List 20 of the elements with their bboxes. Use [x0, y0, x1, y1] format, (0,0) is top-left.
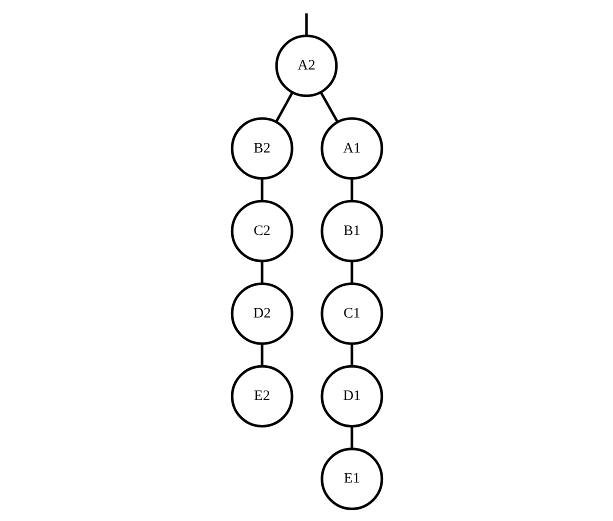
connector — [350, 344, 353, 366]
node-circle: E1 — [320, 448, 383, 510]
connector — [350, 426, 353, 449]
connector — [274, 92, 294, 122]
connector — [350, 178, 353, 201]
node-circle: A2 — [274, 34, 338, 98]
node-circle: C1 — [320, 282, 383, 345]
node-circle: B2 — [230, 117, 293, 180]
connector — [350, 261, 353, 284]
node-circle: B1 — [320, 200, 383, 262]
connector — [319, 92, 338, 123]
node-circle: E2 — [230, 365, 293, 428]
node-circle: A1 — [320, 117, 383, 180]
connector — [260, 261, 263, 284]
node-circle: D1 — [320, 365, 383, 428]
connector — [260, 178, 263, 201]
connector — [260, 344, 263, 366]
node-circle: D2 — [230, 282, 293, 345]
connector — [304, 13, 308, 36]
node-circle: C2 — [230, 200, 293, 262]
